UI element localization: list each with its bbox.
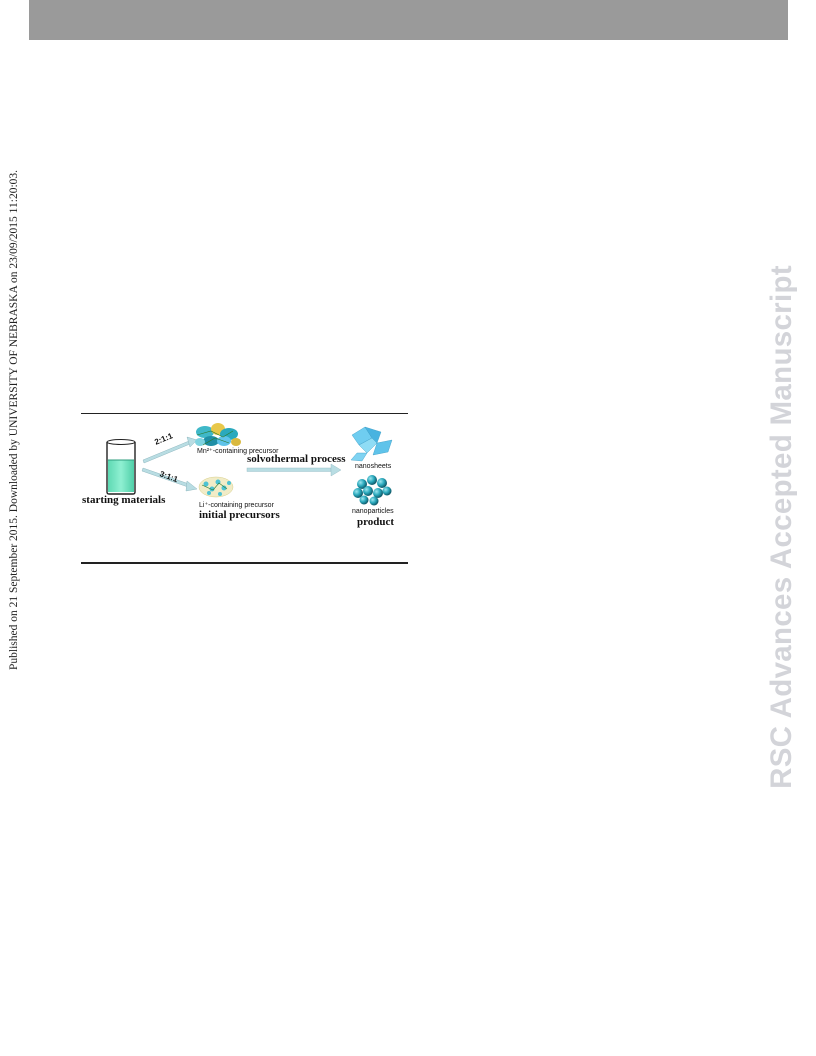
li-precursor-label: Li⁺-containing precursor	[199, 502, 274, 509]
figure-bottom-rule	[81, 562, 408, 564]
process-label: solvothermal process	[247, 453, 346, 465]
nanoparticles-icon	[353, 475, 392, 506]
li-precursor-cluster-icon	[198, 476, 234, 498]
scheme-graphics	[106, 423, 393, 506]
publication-note-text: Published on 21 September 2015. Download…	[8, 169, 20, 671]
arrow-to-li-precursor-icon	[141, 467, 198, 492]
mn-precursor-cluster-icon	[195, 423, 241, 446]
nanosheets-icon	[350, 426, 393, 462]
watermark-text: RSC Advances Accepted Manuscript	[765, 265, 798, 789]
synthesis-scheme-figure: 2:1:1 3:1:1 Mn²⁺-containing precursor Li…	[81, 405, 409, 570]
arrow-to-mn-precursor-icon	[142, 436, 198, 464]
beaker-icon	[106, 439, 136, 495]
initial-precursors-label: initial precursors	[199, 509, 280, 521]
mn-precursor-label: Mn²⁺-containing precursor	[197, 448, 279, 455]
figure-top-rule	[81, 413, 408, 414]
nanosheets-label: nanosheets	[355, 463, 392, 470]
header-bar	[29, 0, 788, 40]
product-label: product	[357, 516, 395, 528]
process-arrow-icon	[246, 463, 342, 477]
nanoparticles-label: nanoparticles	[352, 508, 394, 515]
starting-materials-label: starting materials	[82, 494, 166, 506]
